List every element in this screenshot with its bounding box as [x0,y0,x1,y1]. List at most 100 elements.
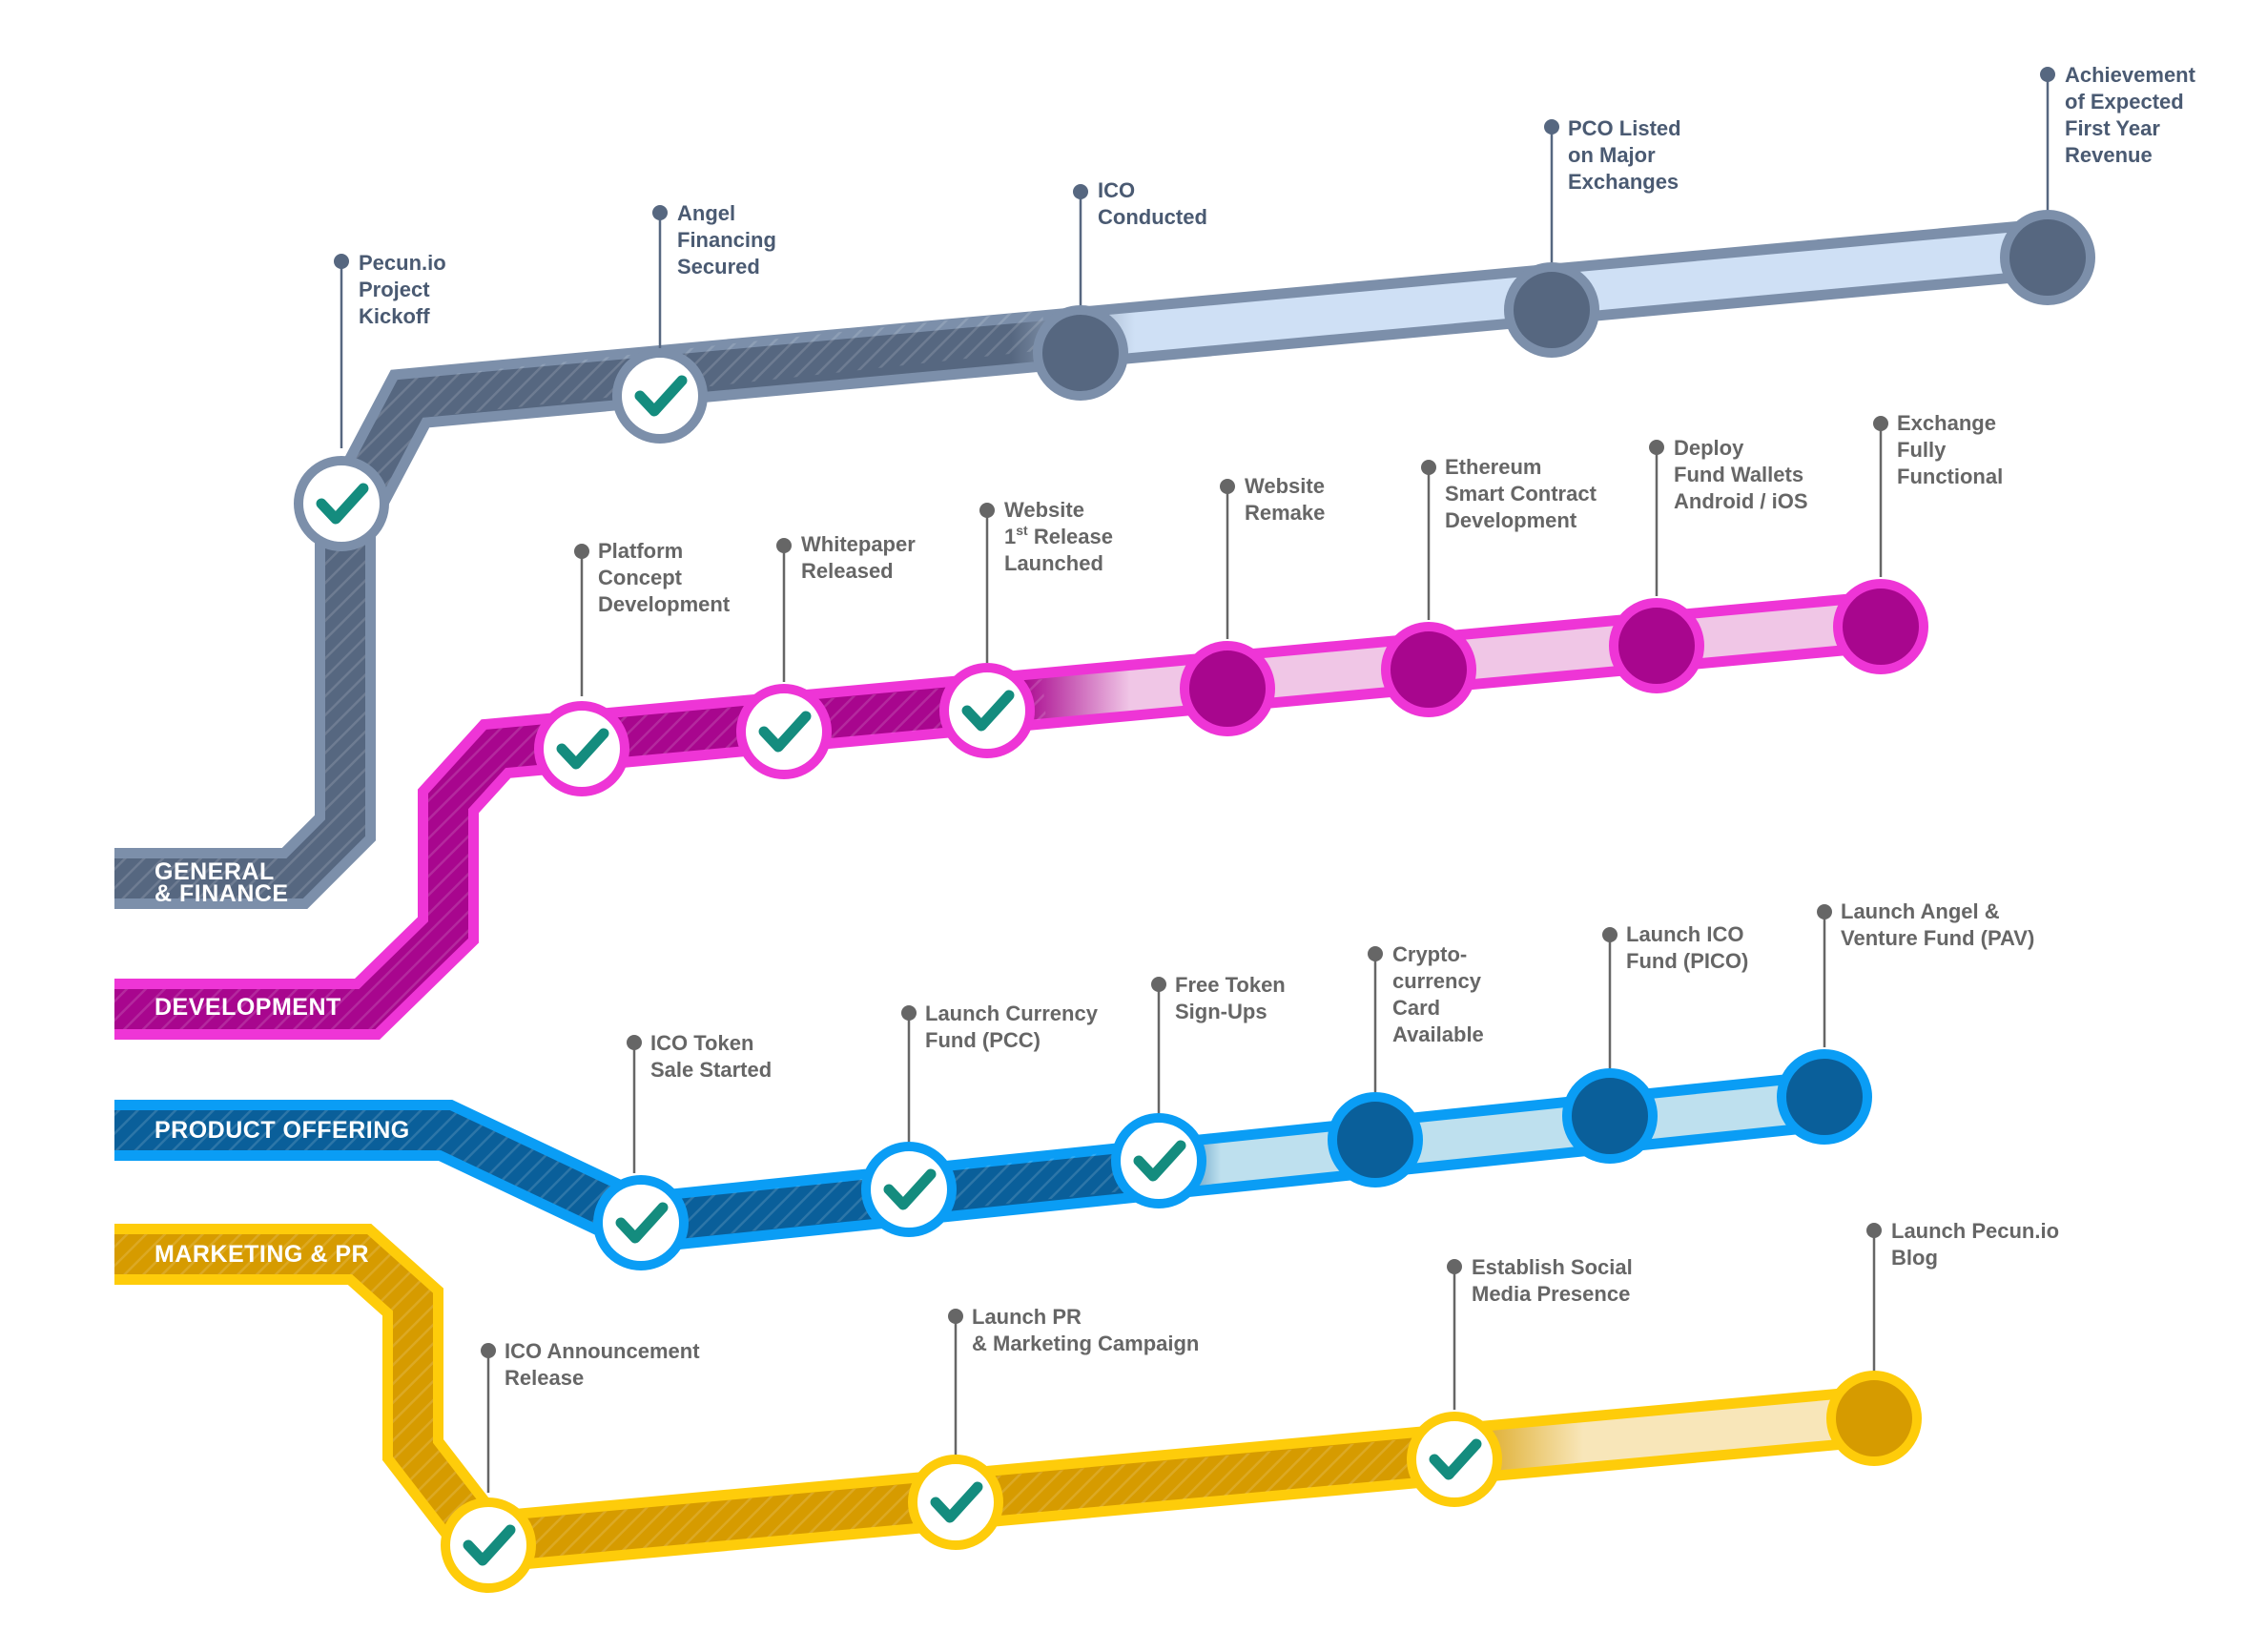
milestone-label: Available [1392,1022,1484,1046]
milestone-node [612,348,708,444]
milestone-label: Fund (PCC) [925,1028,1041,1052]
milestone-node [1609,598,1704,693]
milestone-node [908,1455,1003,1550]
milestone-label: Revenue [2065,143,2153,167]
milestone-node [939,663,1035,758]
milestone-node [1328,1092,1423,1187]
svg-text:Launch PR& Marketing Campaign: Launch PR& Marketing Campaign [972,1305,1199,1355]
milestone-label: Exchanges [1568,170,1679,194]
track-marketing-hatch [114,1234,1471,1563]
milestone-node [1833,579,1928,674]
milestone-label: 1 [1004,525,1016,548]
milestone-node [1826,1371,1922,1466]
milestone-label: & Marketing Campaign [972,1332,1199,1355]
milestone-node [1504,262,1599,358]
milestone-label: currency [1392,969,1482,993]
milestone-label: Website [1245,474,1325,498]
milestone-label: of Expected [2065,90,2184,114]
milestone-label: Blog [1891,1246,1938,1270]
milestone-launch-angel-venture-fund: Launch Angel & Venture Fund (PAV) [1777,899,2034,1145]
svg-text:Launch Angel &Venture Fund (PA: Launch Angel & Venture Fund (PAV) [1841,899,2034,950]
milestone-label: Launch Angel & [1841,899,2000,923]
milestone-label: Launch ICO [1626,922,1743,946]
milestone-label: Remake [1245,501,1325,525]
milestone-label: Whitepaper [801,532,916,556]
milestone-node [1777,1049,1872,1145]
milestone-label: Project [359,278,430,301]
milestone-label: Establish Social [1472,1255,1633,1279]
milestone-label: Ethereum [1445,455,1541,479]
milestone-node [593,1175,689,1270]
milestone-label-sup: st [1016,523,1028,538]
track-title-marketing: MARKETING & PR [155,1241,369,1268]
milestone-label: ICO Token [650,1031,753,1055]
milestone-node [1381,622,1476,717]
milestone-label: Fully [1897,438,1947,462]
milestone-label: Platform [598,539,683,563]
milestone-label: Launch Pecun.io [1891,1219,2059,1243]
track-title-general-1: GENERAL [155,858,275,885]
milestone-node [1562,1068,1658,1164]
milestone-label: ICO Announcement [505,1339,700,1363]
milestone-label: Angel [677,201,735,225]
milestone-label: Android / iOS [1674,489,1808,513]
milestone-label: Website [1004,498,1084,522]
milestone-label: Kickoff [359,304,430,328]
milestone-label: Deploy [1674,436,1744,460]
milestone-label: Venture Fund (PAV) [1841,926,2034,950]
track-title-product: PRODUCT OFFERING [155,1117,410,1144]
milestone-label: Concept [598,566,683,589]
milestone-node [861,1142,957,1237]
milestone-launch-pr-campaign: Launch PR& Marketing Campaign [908,1305,1199,1550]
milestone-label: Financing [677,228,776,252]
milestone-label: Fund (PICO) [1626,949,1748,973]
milestone-label: Secured [677,255,760,279]
track-general-hatch [114,310,1047,898]
track-title-general-2: & FINANCE [155,880,289,907]
milestone-label: Launched [1004,551,1103,575]
milestone-label: Functional [1897,465,2003,488]
milestone-label: Smart Contract [1445,482,1597,506]
milestone-label: Released [801,559,894,583]
milestone-node [534,701,629,796]
milestone-label: Launch Currency [925,1002,1099,1025]
milestone-label: Sale Started [650,1058,772,1082]
milestone-launch-ico-fund: Launch ICO Fund (PICO) [1562,922,1748,1164]
milestone-label: Conducted [1098,205,1207,229]
